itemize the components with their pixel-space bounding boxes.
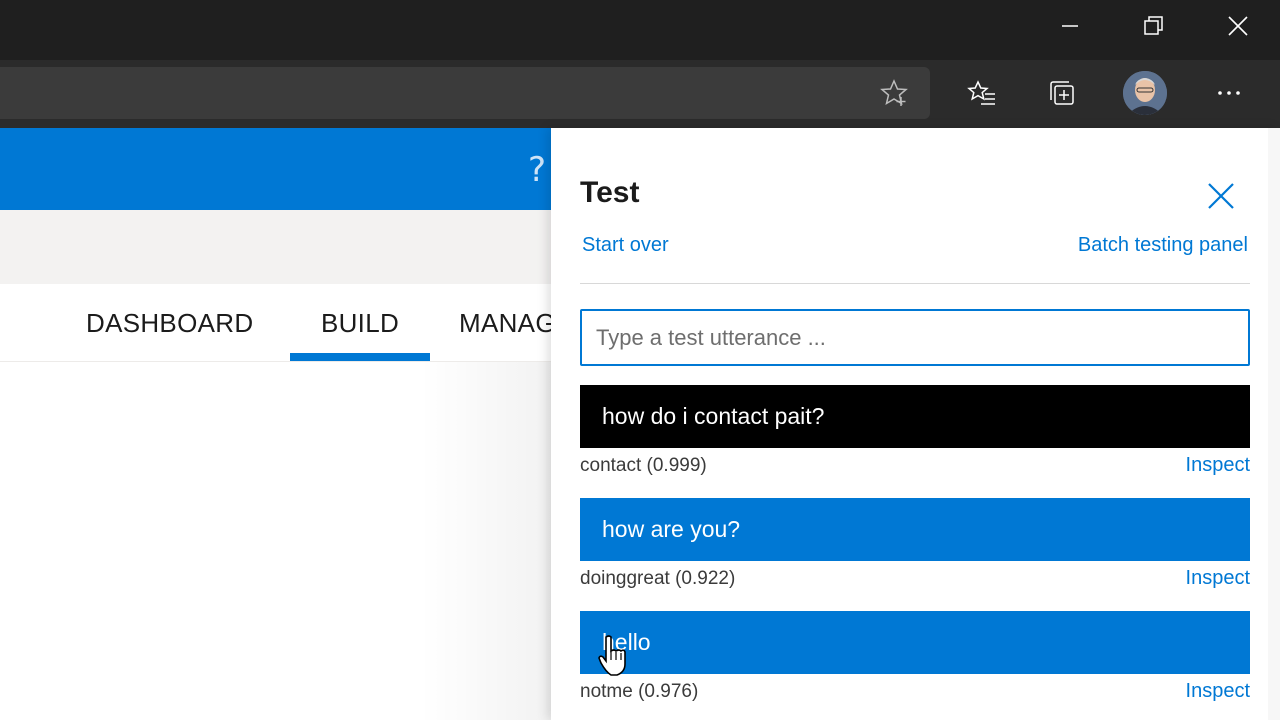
minimize-button[interactable]	[1047, 6, 1093, 46]
result-utterance-1[interactable]: how do i contact pait?	[580, 385, 1250, 448]
tab-manage[interactable]: MANAG	[459, 307, 551, 338]
panel-shadow	[420, 362, 551, 720]
restore-icon	[1144, 16, 1163, 35]
favorites-button[interactable]	[960, 71, 1004, 115]
profile-photo-icon	[1123, 71, 1167, 115]
tab-dashboard[interactable]: DASHBOARD	[86, 307, 254, 338]
inspect-link-2[interactable]: Inspect	[1185, 567, 1250, 589]
result-intent-3: notme (0.976)	[580, 681, 699, 702]
app-subheader	[0, 210, 551, 284]
app-content	[0, 362, 551, 720]
browser-titlebar	[0, 0, 1280, 60]
result-utterance-3[interactable]: hello	[580, 611, 1250, 674]
help-icon[interactable]: ?	[528, 150, 547, 190]
test-utterance-input[interactable]	[580, 309, 1250, 366]
close-window-button[interactable]	[1215, 6, 1261, 46]
star-outline-icon	[880, 79, 908, 106]
batch-testing-link[interactable]: Batch testing panel	[1077, 234, 1248, 256]
more-icon	[1218, 91, 1240, 95]
browser-toolbar	[0, 60, 1280, 128]
result-intent-2: doinggreat (0.922)	[580, 568, 736, 589]
app-header	[0, 128, 551, 210]
favorites-list-icon	[967, 80, 995, 105]
minimize-icon	[1062, 25, 1078, 27]
panel-divider	[580, 283, 1250, 284]
tab-build[interactable]: BUILD	[320, 307, 400, 338]
inspect-link-1[interactable]: Inspect	[1185, 454, 1250, 476]
app-tabs: DASHBOARD BUILD MANAG	[0, 284, 551, 362]
hand-cursor-icon	[598, 635, 626, 676]
active-tab-indicator	[290, 353, 430, 361]
panel-title: Test	[580, 176, 640, 209]
panel-scrollbar[interactable]	[1268, 128, 1280, 720]
collections-icon	[1050, 81, 1074, 105]
inspect-link-3[interactable]: Inspect	[1185, 680, 1250, 702]
collections-button[interactable]	[1040, 71, 1084, 115]
close-panel-button[interactable]	[1200, 175, 1242, 217]
close-icon	[1208, 183, 1234, 209]
result-utterance-2[interactable]: how are you?	[580, 498, 1250, 561]
result-intent-1: contact (0.999)	[580, 455, 707, 476]
restore-button[interactable]	[1131, 6, 1177, 46]
close-icon	[1228, 16, 1248, 36]
address-bar[interactable]	[0, 67, 930, 119]
add-favorite-button[interactable]	[872, 71, 916, 115]
more-button[interactable]	[1207, 71, 1251, 115]
start-over-link[interactable]: Start over	[582, 234, 669, 256]
avatar[interactable]	[1123, 71, 1167, 115]
